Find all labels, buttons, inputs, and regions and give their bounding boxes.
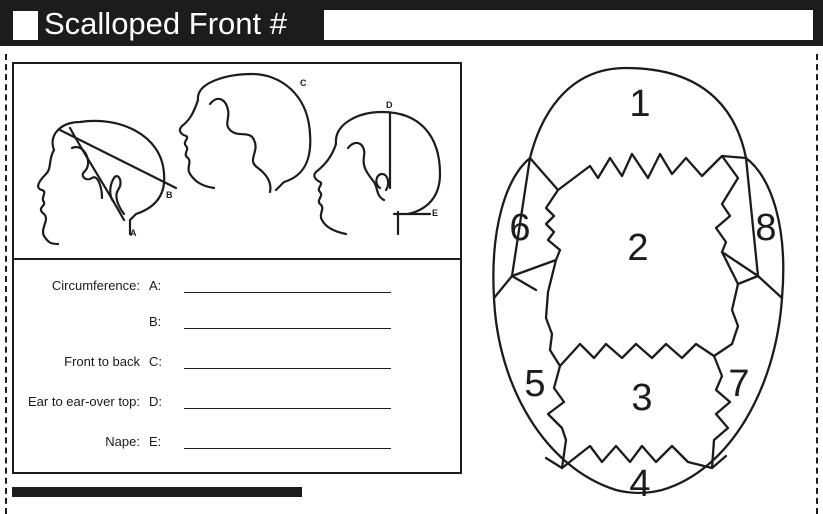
section-7-label: 7: [728, 363, 749, 405]
page-title: Scalloped Front #: [44, 4, 287, 44]
measurement-letter: E:: [149, 432, 161, 452]
head-measurement-illustrations: A B C D E: [14, 64, 460, 256]
head-figure-a-b: [38, 121, 176, 244]
measurement-label: Nape:: [105, 432, 140, 452]
measurement-letter: A:: [149, 276, 161, 296]
measurement-row: Circumference: A:: [12, 276, 452, 296]
label-c: C: [300, 78, 307, 88]
label-b: B: [166, 190, 173, 200]
measurement-input-line[interactable]: [184, 328, 391, 329]
label-e: E: [432, 208, 438, 218]
measurement-input-line[interactable]: [184, 408, 391, 409]
title-bar: Scalloped Front #: [0, 0, 823, 46]
measurement-input-line[interactable]: [184, 368, 391, 369]
measurement-row: Nape: E:: [12, 432, 452, 452]
section-6-label: 6: [509, 207, 530, 249]
measurement-row: Ear to ear-over top: D:: [12, 392, 452, 412]
footer-bar: [12, 487, 302, 497]
section-4-label: 4: [629, 463, 650, 497]
measurement-letter: B:: [149, 312, 161, 332]
measurement-letter: D:: [149, 392, 162, 412]
label-d: D: [386, 100, 393, 110]
measurement-row: Front to back C:: [12, 352, 452, 372]
zigzag-3-top: [560, 344, 714, 366]
measurement-input-line[interactable]: [184, 448, 391, 449]
form-divider: [12, 258, 462, 260]
head-figure-c: [180, 74, 310, 192]
section-3-label: 3: [631, 377, 652, 419]
head-figure-d-e: [314, 112, 440, 234]
zigzag-1: [530, 154, 746, 190]
section-diagram: 1 2 3 4 5 6 7 8: [476, 58, 816, 497]
measurement-label: Ear to ear-over top:: [28, 392, 140, 412]
section-5-label: 5: [524, 363, 545, 405]
measurement-label: Circumference:: [52, 276, 140, 296]
title-number-field[interactable]: [324, 10, 813, 40]
measurement-row: B:: [12, 312, 452, 332]
title-checkbox: [13, 11, 38, 40]
measurement-letter: C:: [149, 352, 162, 372]
diagram-outline: [493, 68, 783, 493]
section-1-label: 1: [629, 83, 650, 125]
section-2-label: 2: [627, 227, 648, 269]
measurement-label: Front to back: [64, 352, 140, 372]
section-8-label: 8: [755, 207, 776, 249]
label-a: A: [130, 228, 137, 238]
measurement-input-line[interactable]: [184, 292, 391, 293]
